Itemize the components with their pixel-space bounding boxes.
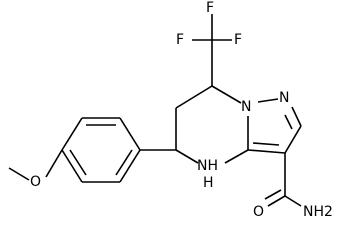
- bond-amide-c-o-double: [264, 189, 282, 200]
- bond-amide-c-o: [267, 195, 286, 207]
- bond-n2-c2-inner: [284, 114, 293, 130]
- bond-c7-c6: [175, 85, 213, 109]
- bond-amide-c-n: [284, 195, 302, 207]
- bond-c3-c3a-inner: [252, 142, 280, 146]
- bond-nh-c3a: [224, 149, 249, 164]
- bond-ar1-ar2: [119, 117, 141, 151]
- atom-o-carbonyl: O: [253, 204, 264, 220]
- atom-nh: NH: [197, 158, 218, 174]
- bond-ar6-ar1-inner: [115, 149, 133, 176]
- bond-c2-c3: [284, 125, 302, 154]
- bond-n-bridge-n2: [257, 98, 279, 103]
- bond-ar4-ar5: [61, 149, 83, 183]
- atom-f-top: F: [206, 0, 214, 16]
- bond-ar4-o: [45, 149, 63, 178]
- bond-ar4-ar5-inner: [69, 149, 87, 176]
- bond-ar6-ar1: [119, 149, 141, 183]
- bond-ar3-ar4: [61, 117, 83, 151]
- atom-f-left: F: [176, 32, 184, 48]
- bond-c7-n-bridge: [211, 85, 242, 104]
- atom-h: H: [203, 175, 214, 191]
- atom-f-right: F: [234, 32, 242, 48]
- atom-nh2: NH2: [303, 204, 333, 220]
- bond-c5-nh: [175, 149, 199, 164]
- atom-n-pyrazole: N: [279, 90, 289, 106]
- atom-n-bridge: N: [241, 99, 251, 115]
- bond-n2-c2: [291, 106, 302, 127]
- bond-o-ch3: [8, 167, 30, 181]
- atom-o-methoxy: O: [30, 174, 41, 190]
- bond-c3-c3a: [247, 149, 286, 154]
